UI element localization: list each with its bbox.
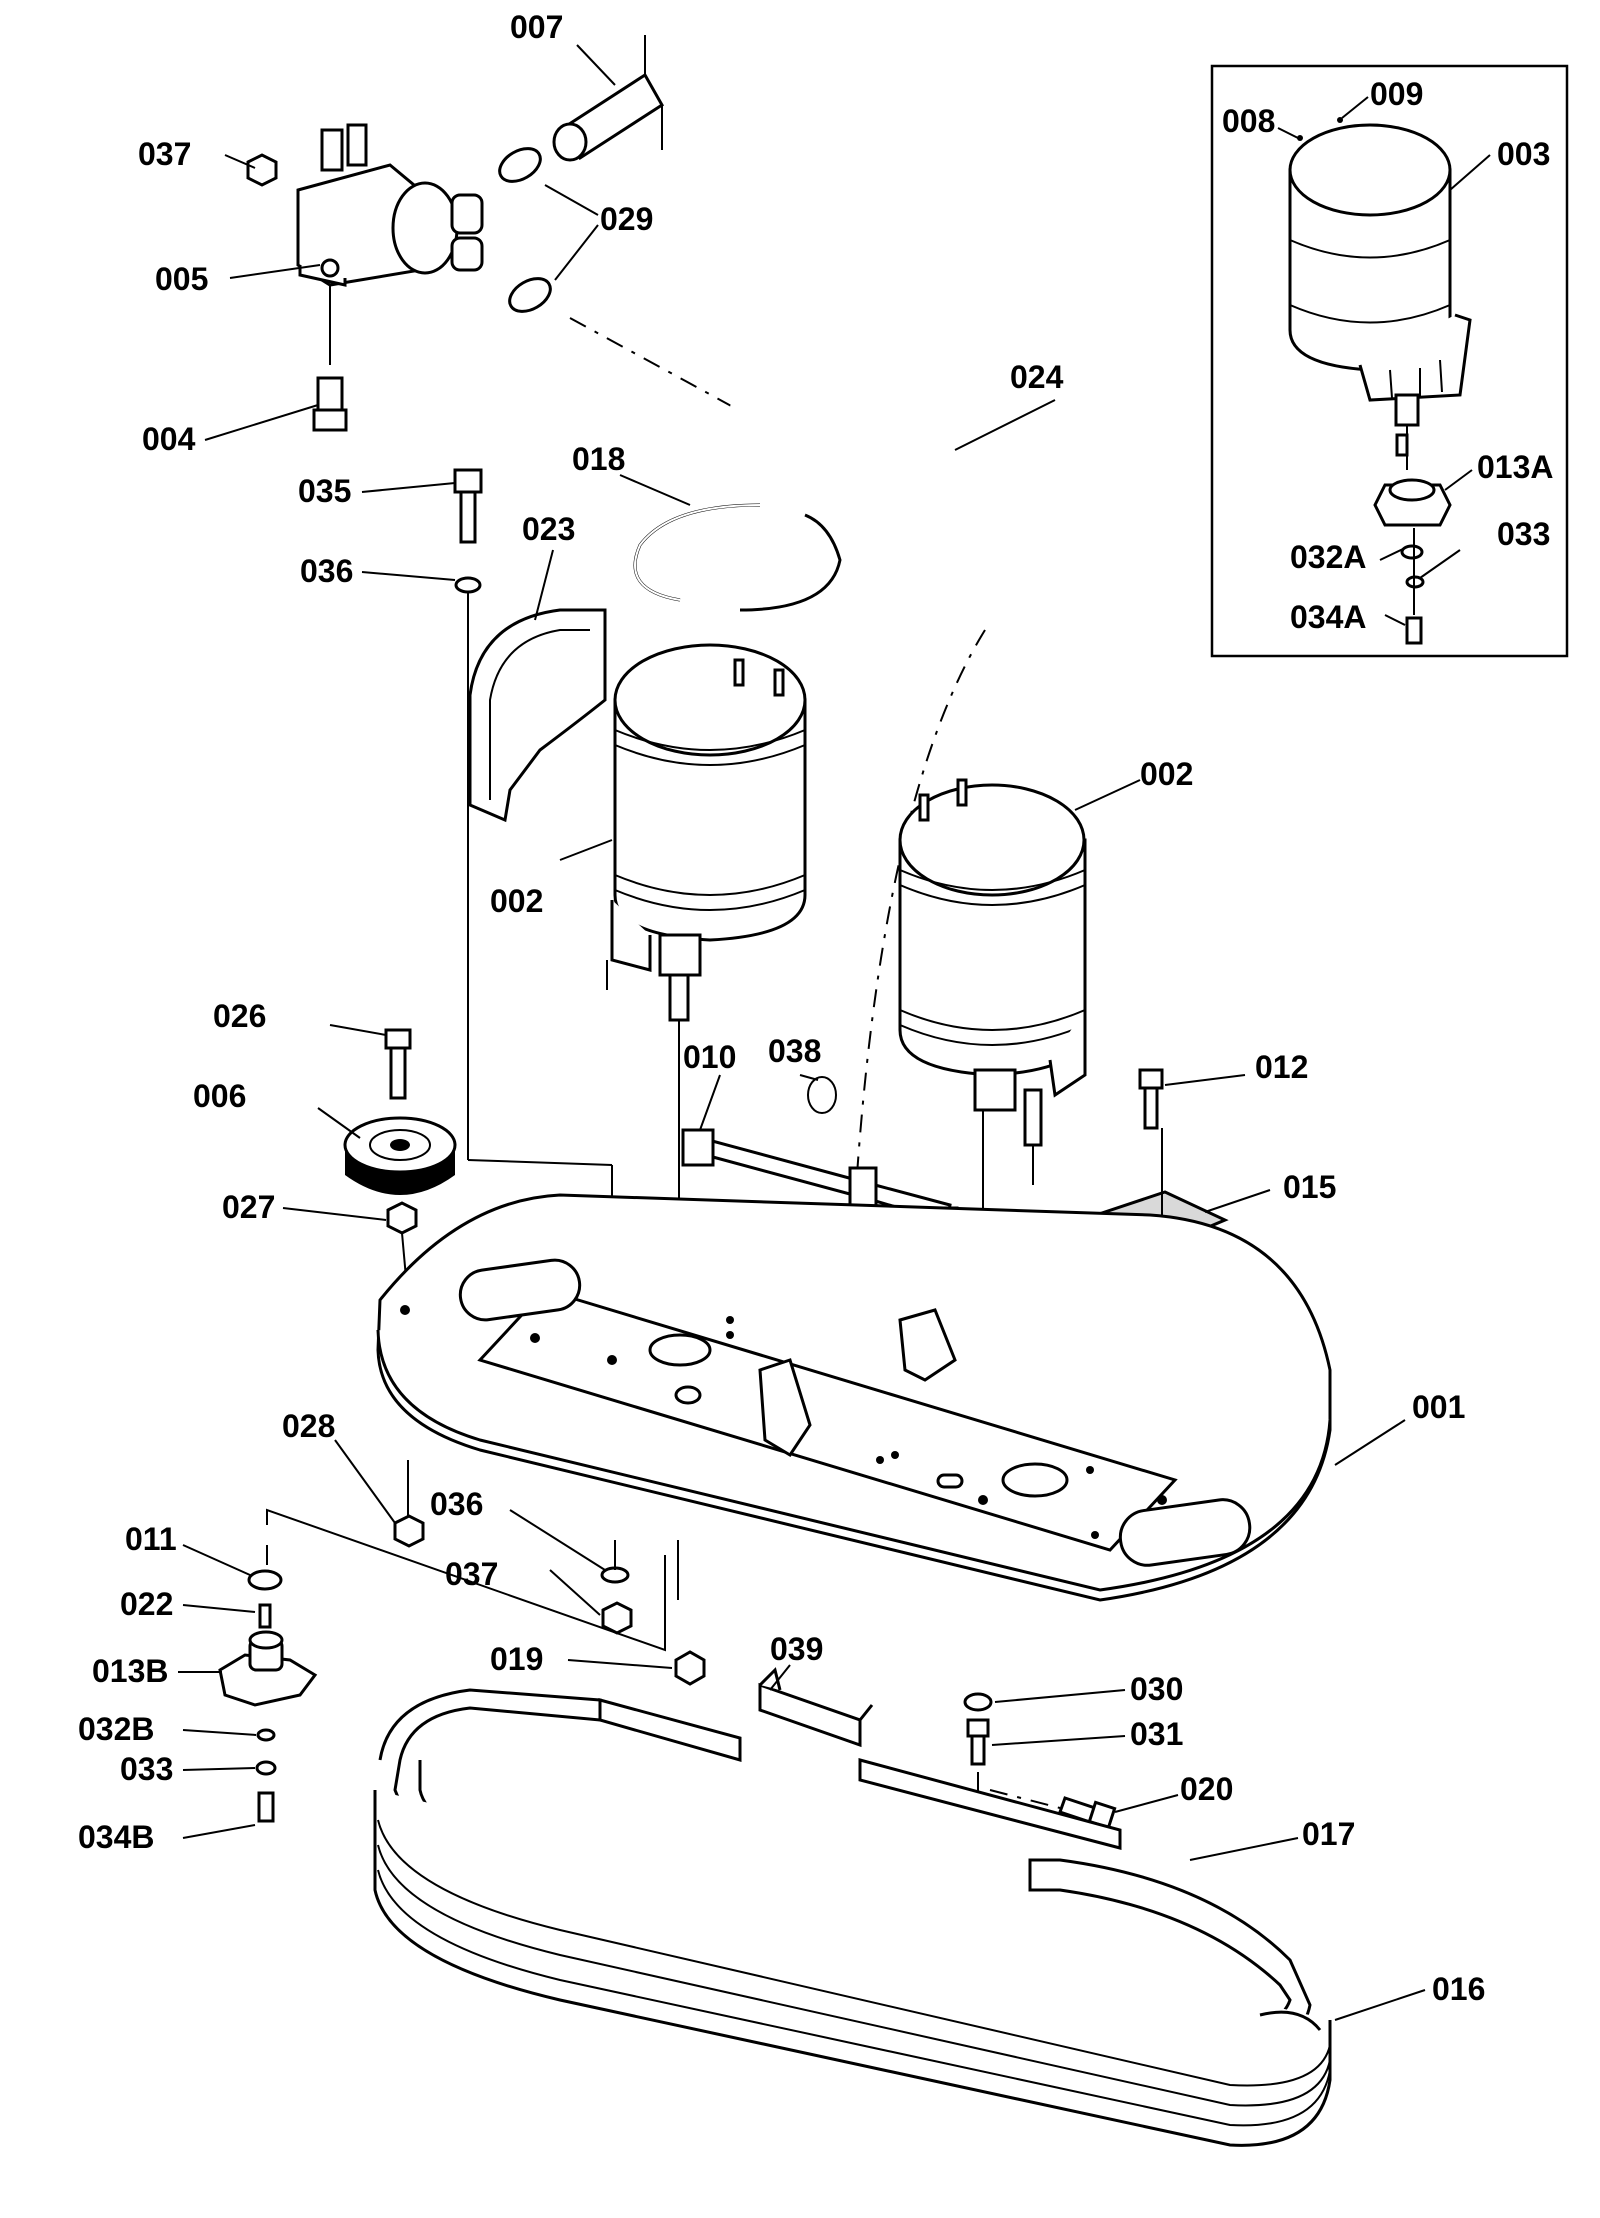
label-037-top: 037 (138, 136, 191, 172)
label-030: 030 (1130, 1671, 1183, 1707)
inset-frame (1210, 64, 1569, 658)
label-023: 023 (522, 511, 575, 547)
label-010: 010 (683, 1039, 736, 1075)
label-032A: 032A (1290, 539, 1367, 575)
label-036-bottom: 036 (430, 1486, 483, 1522)
clamp-018-right (739, 513, 842, 612)
nut-028 (393, 1514, 425, 1548)
label-002-left: 002 (490, 883, 543, 919)
label-001: 001 (1412, 1389, 1465, 1425)
hose-clamps-029 (498, 147, 552, 313)
solenoid-valve-005 (296, 123, 484, 365)
inset-subassembly (1210, 64, 1569, 658)
bolt-035 (453, 468, 483, 544)
label-031: 031 (1130, 1716, 1183, 1752)
label-003: 003 (1497, 136, 1550, 172)
label-027: 027 (222, 1189, 275, 1225)
oring-038 (807, 1076, 837, 1114)
label-008: 008 (1222, 103, 1275, 139)
label-034A: 034A (1290, 599, 1367, 635)
base-plate-001 (376, 1193, 1332, 1602)
label-011: 011 (125, 1521, 177, 1557)
label-029: 029 (600, 201, 653, 237)
label-013A: 013A (1477, 449, 1554, 485)
label-037-bottom: 037 (445, 1556, 498, 1592)
washer-011 (247, 1569, 283, 1591)
label-005: 005 (155, 261, 208, 297)
label-022: 022 (120, 1586, 173, 1622)
hose-024-routing (854, 629, 986, 1206)
label-016: 016 (1432, 1971, 1485, 2007)
nut-019 (674, 1650, 706, 1686)
pump-003-top (1288, 123, 1452, 217)
label-038: 038 (768, 1033, 821, 1069)
bolt-004 (312, 376, 348, 432)
label-015: 015 (1283, 1169, 1336, 1205)
label-036-top: 036 (300, 553, 353, 589)
screw-031 (966, 1718, 990, 1766)
label-019: 019 (490, 1641, 543, 1677)
nut-027 (386, 1201, 418, 1235)
label-013B: 013B (92, 1653, 169, 1689)
part-labels: 007 037 029 005 004 024 018 035 023 036 … (78, 9, 1554, 2007)
nut-037-bottom (601, 1601, 633, 1635)
skirt-016 (373, 1790, 1332, 2147)
label-034B: 034B (78, 1819, 155, 1855)
label-009: 009 (1370, 76, 1423, 112)
screw-034B (257, 1791, 275, 1823)
knob-006 (343, 1116, 457, 1195)
label-033-inset: 033 (1497, 516, 1550, 552)
label-018: 018 (572, 441, 625, 477)
screw-026 (384, 1028, 412, 1100)
label-033-bottom: 033 (120, 1751, 173, 1787)
label-032B: 032B (78, 1711, 155, 1747)
nut-037-top (246, 153, 278, 187)
label-020: 020 (1180, 1771, 1233, 1807)
label-007: 007 (510, 9, 563, 45)
pipe-007 (552, 35, 665, 162)
hose-routing-line (569, 317, 736, 409)
leader-lines (178, 44, 1491, 2021)
label-002-right: 002 (1140, 756, 1193, 792)
label-006: 006 (193, 1078, 246, 1114)
washer-032B (256, 1728, 276, 1742)
pump-002-left (606, 643, 807, 1360)
pump-002-right (898, 778, 1087, 1500)
label-039: 039 (770, 1631, 823, 1667)
washer-033-bottom (255, 1760, 277, 1776)
label-028: 028 (282, 1408, 335, 1444)
label-017: 017 (1302, 1816, 1355, 1852)
screw-012 (1138, 1068, 1164, 1130)
label-035: 035 (298, 473, 351, 509)
label-012: 012 (1255, 1049, 1308, 1085)
label-024: 024 (1010, 359, 1064, 395)
washer-036-bottom (600, 1566, 630, 1584)
clamp-018-left (633, 503, 761, 602)
label-026: 026 (213, 998, 266, 1034)
label-004: 004 (142, 421, 196, 457)
pin-022 (258, 1603, 272, 1629)
fitting-013B (218, 1630, 318, 1707)
washer-030 (963, 1692, 993, 1712)
washer-036-top (454, 576, 482, 594)
